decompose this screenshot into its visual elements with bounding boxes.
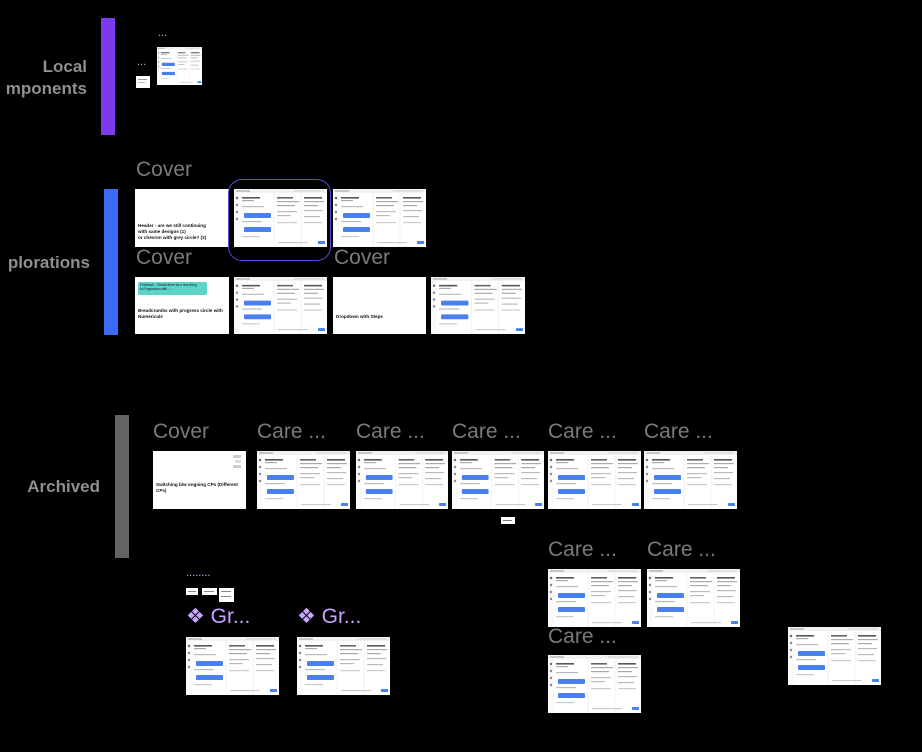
design-frame[interactable] [234, 277, 327, 334]
ui-mockup-thumbnail [333, 189, 426, 247]
section-bar-archived [115, 415, 129, 558]
section-label-archived[interactable]: Archived [27, 477, 100, 496]
frame-label-group[interactable]: ❖ Gr... [297, 605, 362, 628]
frame-label-cover[interactable]: Cover [136, 246, 193, 269]
ui-mockup-thumbnail [234, 277, 327, 334]
component-frame[interactable] [157, 47, 202, 85]
frame-label-cover[interactable]: Cover [334, 246, 391, 269]
design-frame[interactable] [333, 189, 426, 247]
section-bar-local [101, 18, 115, 135]
ui-mockup-thumbnail [647, 569, 740, 627]
frame-label-care[interactable]: Care ... [548, 625, 617, 648]
cover-frame-breadcrumbs[interactable]: Feedback - Should there be a nice thing … [135, 277, 229, 334]
group-component-frame[interactable] [186, 637, 279, 695]
design-frame[interactable] [234, 189, 327, 247]
section-label-line1: Local [42, 57, 87, 76]
selected-frame-outline [228, 179, 331, 261]
design-frame[interactable] [644, 451, 737, 509]
cover-frame-switching[interactable]: Switching b/w ongoing CPs (Different CPs… [153, 451, 246, 509]
frame-label-care[interactable]: Care ... [548, 538, 617, 561]
group-component-frame[interactable] [297, 637, 390, 695]
frame-label-ellipsis-long[interactable]: ........ [186, 567, 211, 579]
design-frame[interactable] [788, 627, 881, 685]
component-thumbnail[interactable] [186, 588, 198, 595]
design-frame[interactable] [452, 451, 544, 509]
frame-caption: Dropdown with Steps [336, 314, 383, 319]
design-frame[interactable] [257, 451, 350, 509]
ui-mockup-thumbnail [157, 47, 202, 85]
frame-label-care[interactable]: Care ... [356, 420, 425, 443]
ui-mockup-thumbnail [431, 277, 525, 334]
design-frame[interactable] [356, 451, 448, 509]
component-thumbnail[interactable] [136, 76, 150, 88]
frame-label-care[interactable]: Care ... [257, 420, 326, 443]
design-frame[interactable] [548, 451, 641, 509]
component-thumbnail[interactable] [202, 588, 217, 595]
frame-label-care[interactable]: Care ... [644, 420, 713, 443]
section-label-line2: mponents [5, 79, 87, 98]
cover-frame-dropdown[interactable]: Dropdown with Steps [333, 277, 426, 334]
ui-mockup-thumbnail [548, 569, 641, 627]
frame-label-care[interactable]: Care ... [452, 420, 521, 443]
section-bar-explorations [104, 189, 118, 335]
ui-mockup-thumbnail [356, 451, 448, 509]
small-tooltip-frame[interactable] [501, 517, 515, 524]
frame-label-group[interactable]: ❖ Gr... [186, 605, 251, 628]
ui-mockup-thumbnail [548, 451, 641, 509]
cover-frame-header[interactable]: Header - are we still continuing with sa… [135, 189, 229, 247]
frame-caption: Header - are we still continuing with sa… [138, 223, 207, 240]
frame-label-cover[interactable]: Cover [153, 420, 210, 443]
section-label-explorations[interactable]: plorations [7, 253, 90, 272]
ui-mockup-thumbnail [788, 627, 881, 685]
frame-label-ellipsis[interactable]: ... [137, 56, 147, 68]
frame-caption: Switching b/w ongoing CPs (Different CPs… [156, 482, 238, 493]
component-thumbnail[interactable] [219, 588, 234, 602]
section-label-local-components[interactable]: Local mponents [6, 56, 87, 100]
frame-label-care[interactable]: Care ... [647, 538, 716, 561]
design-frame[interactable] [548, 569, 641, 627]
frame-caption: Breadcrumbs with progress circle with Nu… [138, 308, 223, 319]
ui-mockup-thumbnail [452, 451, 544, 509]
frame-label-cover[interactable]: Cover [136, 158, 193, 181]
ui-mockup-thumbnail [257, 451, 350, 509]
ui-mockup-thumbnail [297, 637, 390, 695]
ui-mockup-thumbnail [548, 655, 641, 713]
design-frame[interactable] [431, 277, 525, 334]
design-frame[interactable] [647, 569, 740, 627]
frame-label-care[interactable]: Care ... [548, 420, 617, 443]
ui-mockup-thumbnail [234, 189, 327, 247]
design-frame[interactable] [548, 655, 641, 713]
frame-label-ellipsis[interactable]: ... [158, 27, 168, 39]
ui-mockup-thumbnail [186, 637, 279, 695]
ui-mockup-thumbnail [644, 451, 737, 509]
teal-note: Feedback - Should there be a nice thing … [138, 282, 207, 295]
